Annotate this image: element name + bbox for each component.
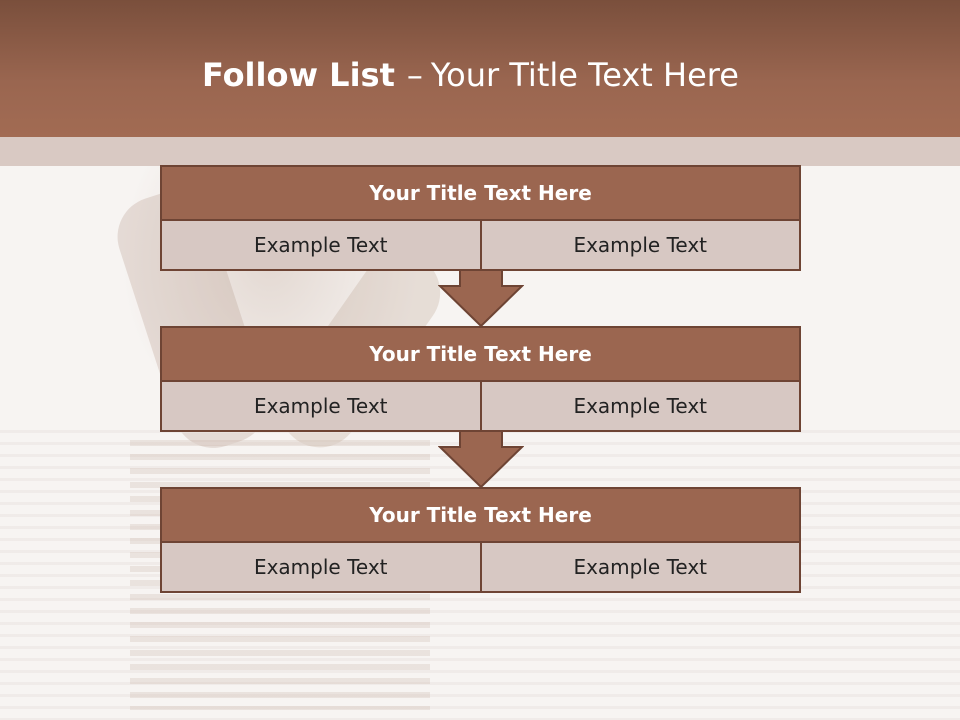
down-arrow-icon	[438, 270, 524, 328]
step-row: Example Text Example Text	[160, 543, 801, 593]
banner-strip	[0, 137, 960, 166]
step-row: Example Text Example Text	[160, 221, 801, 271]
step-box-2: Your Title Text Here Example Text Exampl…	[160, 326, 801, 432]
step-cell-left: Example Text	[160, 543, 482, 593]
slide-title: Follow List–Your Title Text Here	[202, 56, 739, 94]
step-row: Example Text Example Text	[160, 382, 801, 432]
step-title: Your Title Text Here	[160, 487, 801, 543]
down-arrow-icon	[438, 431, 524, 489]
title-banner	[0, 0, 960, 137]
step-title: Your Title Text Here	[160, 326, 801, 382]
title-dash: –	[406, 56, 423, 94]
step-box-3: Your Title Text Here Example Text Exampl…	[160, 487, 801, 593]
step-title: Your Title Text Here	[160, 165, 801, 221]
step-cell-right: Example Text	[481, 382, 801, 432]
title-rest: Your Title Text Here	[430, 56, 739, 94]
step-cell-right: Example Text	[481, 543, 801, 593]
title-bold: Follow List	[202, 56, 395, 94]
step-cell-left: Example Text	[160, 382, 482, 432]
step-cell-left: Example Text	[160, 221, 482, 271]
step-cell-right: Example Text	[481, 221, 801, 271]
step-box-1: Your Title Text Here Example Text Exampl…	[160, 165, 801, 271]
